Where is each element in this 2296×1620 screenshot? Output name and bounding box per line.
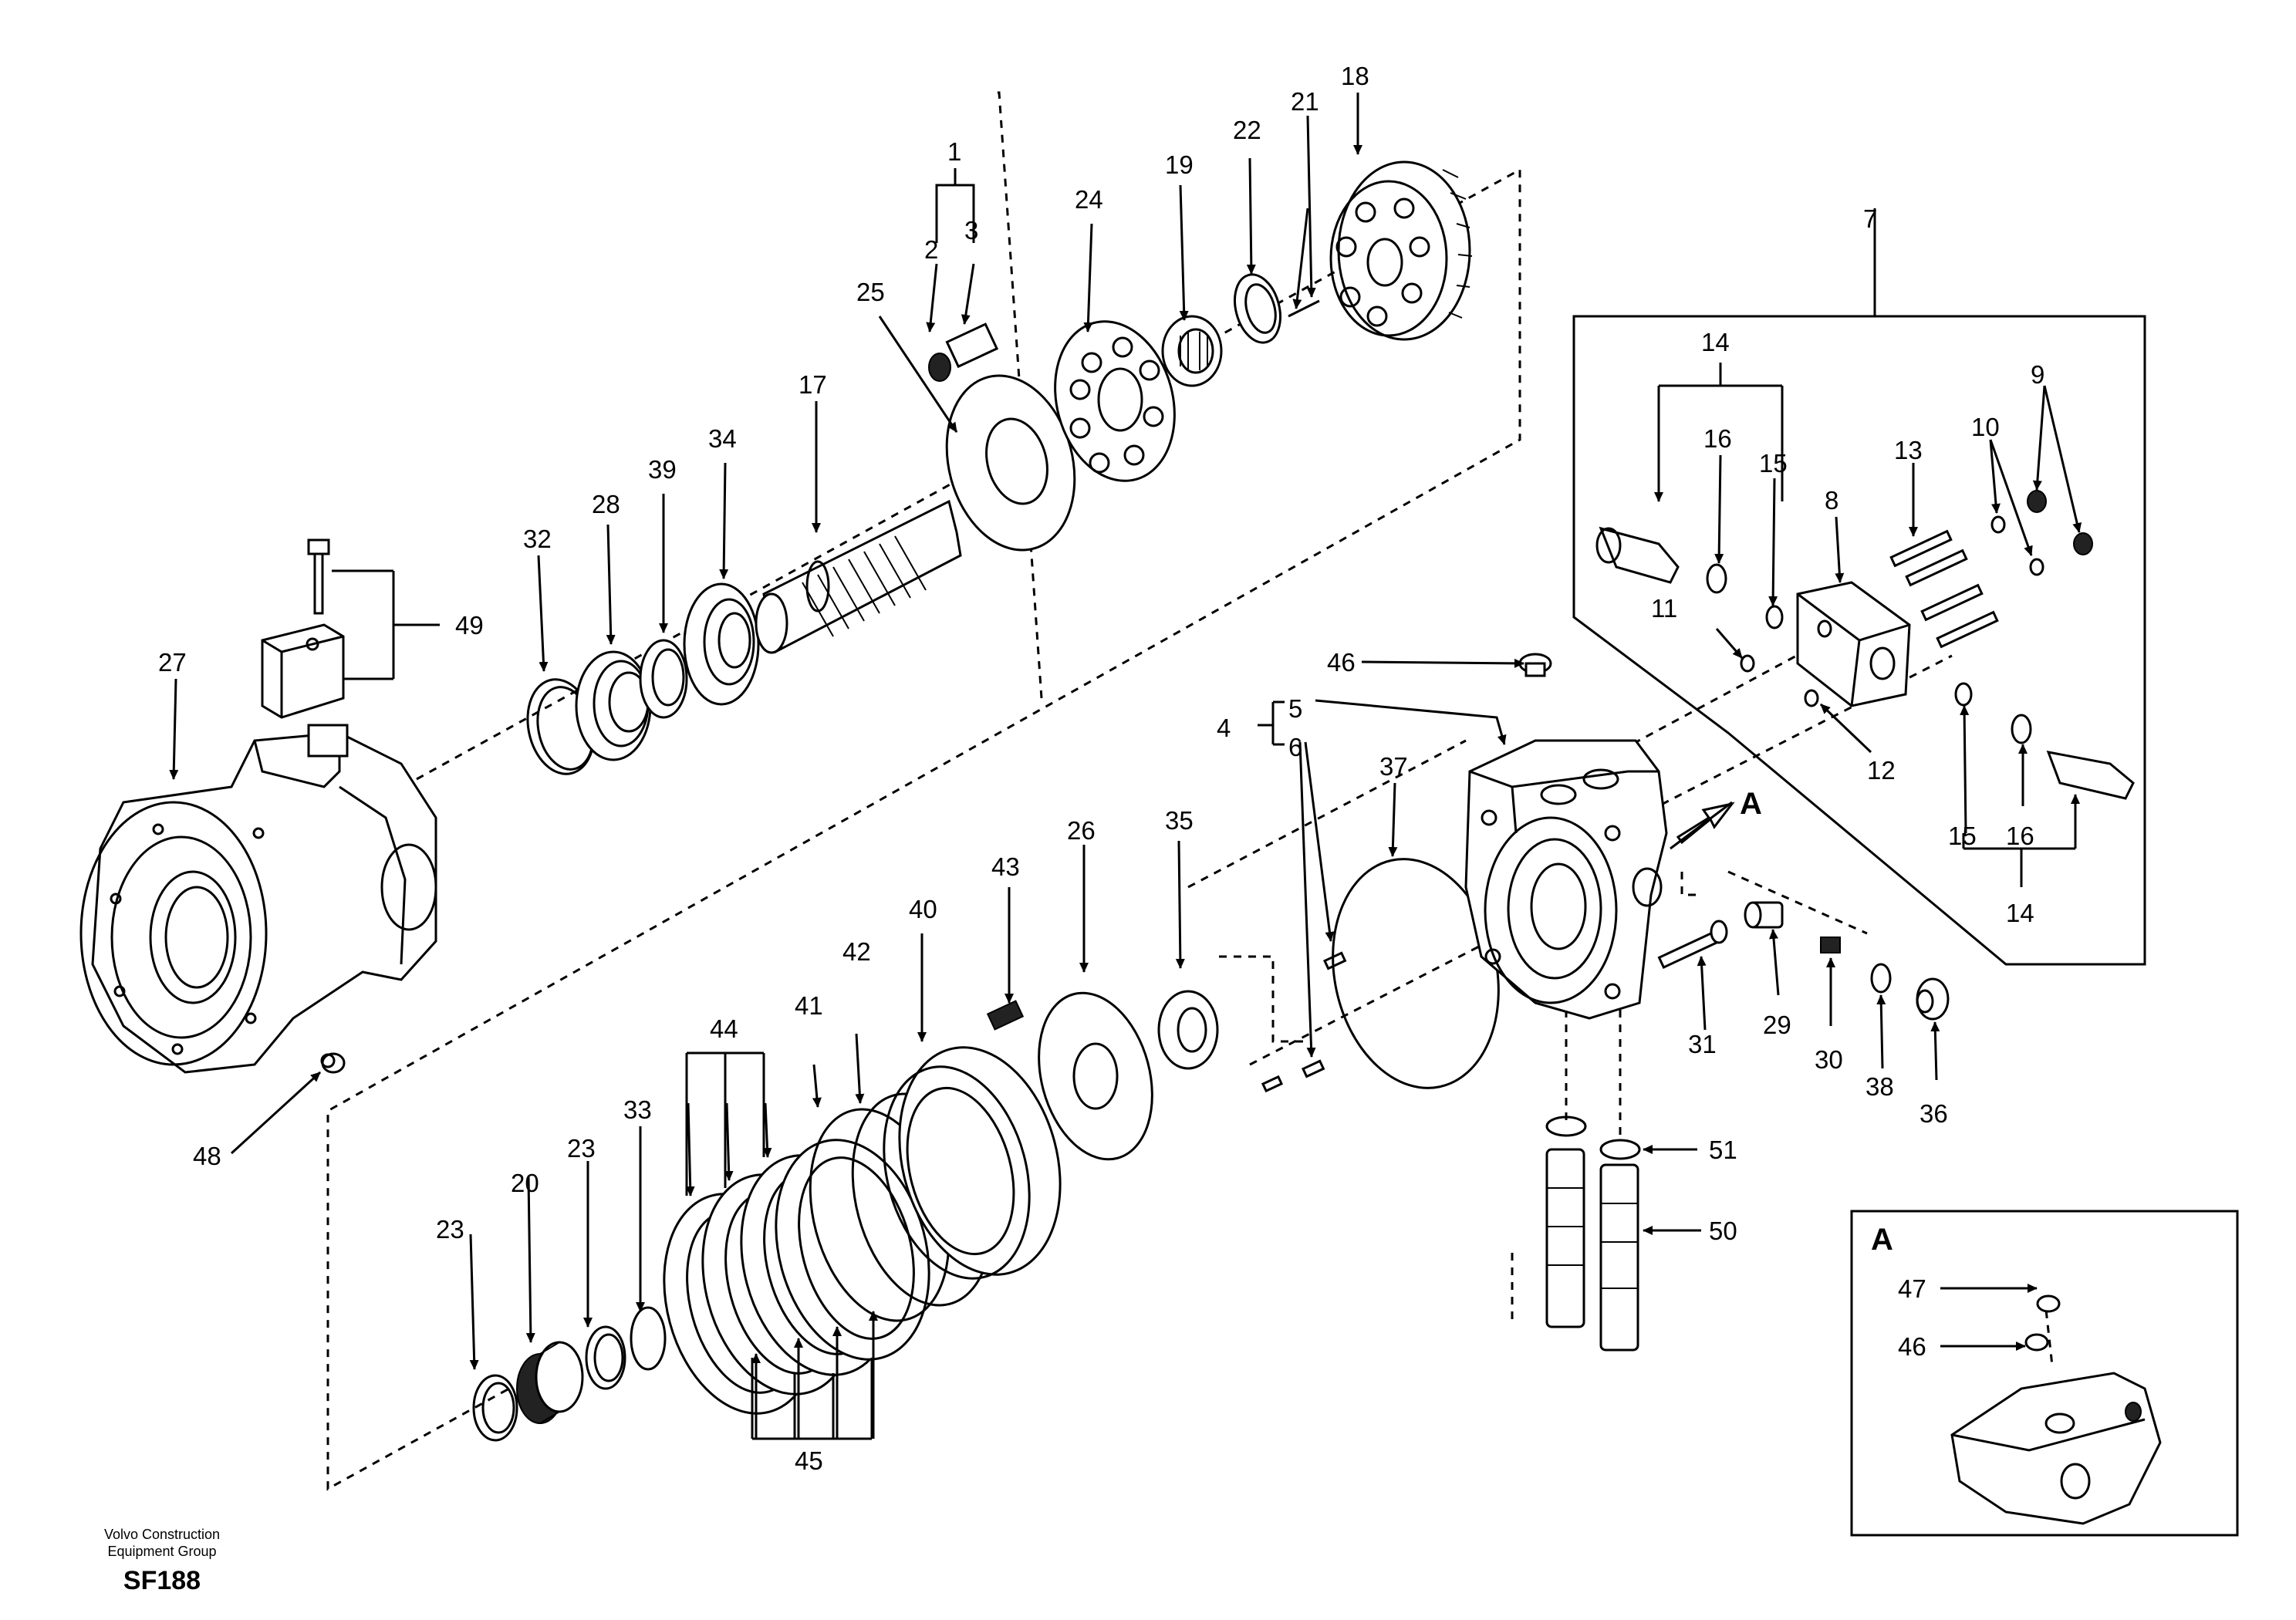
callout-13: 13 xyxy=(1894,436,1923,464)
callout-28: 28 xyxy=(592,490,620,518)
callout-9: 9 xyxy=(2031,360,2044,389)
callout-15-bottom: 15 xyxy=(1948,822,1977,850)
callout-8: 8 xyxy=(1825,486,1838,515)
callout-25: 25 xyxy=(856,278,885,306)
detail-callout-47: 47 xyxy=(1898,1274,1926,1303)
callout-21: 21 xyxy=(1291,87,1319,116)
plug-48 xyxy=(320,1052,346,1074)
callout-4: 4 xyxy=(1217,714,1231,742)
brake-components xyxy=(472,858,1500,1442)
callout-34: 34 xyxy=(708,424,737,453)
callout-19: 19 xyxy=(1165,150,1194,179)
callout-3: 3 xyxy=(964,216,978,245)
plug-46 xyxy=(1518,653,1552,677)
callout-14-top: 14 xyxy=(1701,328,1730,356)
callout-43: 43 xyxy=(991,852,1020,881)
callout-7: 7 xyxy=(1863,204,1877,233)
motor-cover xyxy=(1464,739,1668,1020)
valve-cartridges xyxy=(1545,1115,1641,1352)
callout-5: 5 xyxy=(1288,694,1302,723)
callout-29: 29 xyxy=(1763,1011,1791,1039)
callout-23-left: 23 xyxy=(436,1215,464,1244)
callout-51: 51 xyxy=(1709,1136,1737,1164)
callout-20: 20 xyxy=(511,1169,539,1197)
callout-26: 26 xyxy=(1067,816,1096,845)
callout-45: 45 xyxy=(795,1446,823,1475)
callout-49: 49 xyxy=(455,611,484,640)
leader-lines xyxy=(169,93,2082,1440)
sensor-block xyxy=(261,538,345,719)
company-name-line1: Volvo Construction xyxy=(103,1527,221,1542)
callout-14-bottom: 14 xyxy=(2006,899,2034,927)
title-block: Volvo Construction Equipment Group SF188 xyxy=(77,1526,247,1596)
cover-fittings xyxy=(1657,901,1950,1021)
callout-18: 18 xyxy=(1341,62,1369,90)
callout-23-right: 23 xyxy=(567,1134,596,1163)
sheet-code: SF188 xyxy=(123,1566,201,1595)
callout-labels: 1 2 3 4 5 6 7 8 9 10 11 12 13 14 14 15 1… xyxy=(158,62,2044,1475)
callout-40: 40 xyxy=(909,895,937,923)
callout-32: 32 xyxy=(523,525,552,553)
motor-housing xyxy=(79,724,437,1074)
detail-a-box xyxy=(1850,1210,2239,1537)
detail-callout-46: 46 xyxy=(1898,1332,1926,1361)
callout-17: 17 xyxy=(799,370,827,399)
callout-36: 36 xyxy=(1920,1099,1948,1128)
callout-16-bottom: 16 xyxy=(2006,822,2034,850)
callout-27: 27 xyxy=(158,648,187,677)
valve-group-7 xyxy=(1572,208,2146,966)
callout-1: 1 xyxy=(947,137,961,166)
callout-31: 31 xyxy=(1688,1030,1717,1058)
callout-33: 33 xyxy=(623,1095,652,1124)
callout-39: 39 xyxy=(648,455,677,484)
company-name-line2: Equipment Group xyxy=(107,1544,217,1559)
shaft-components xyxy=(526,160,1473,775)
callout-11: 11 xyxy=(1651,594,1677,623)
view-marker-a: A xyxy=(1740,787,1762,821)
callout-6: 6 xyxy=(1288,733,1302,761)
callout-2: 2 xyxy=(924,235,938,264)
callout-30: 30 xyxy=(1815,1045,1843,1074)
detail-a-title: A xyxy=(1871,1223,1893,1257)
view-arrow xyxy=(1670,801,1735,850)
callout-24: 24 xyxy=(1075,185,1103,214)
callout-38: 38 xyxy=(1866,1072,1894,1101)
callout-37: 37 xyxy=(1379,752,1408,781)
callout-15-top: 15 xyxy=(1759,449,1788,478)
callout-22: 22 xyxy=(1233,116,1261,144)
callout-48: 48 xyxy=(193,1142,221,1170)
assembly-centerlines xyxy=(326,91,2054,1491)
callout-50: 50 xyxy=(1709,1217,1737,1245)
callout-44: 44 xyxy=(710,1014,738,1043)
callout-35: 35 xyxy=(1165,806,1194,835)
callout-12: 12 xyxy=(1867,756,1896,785)
callout-10: 10 xyxy=(1971,413,2000,441)
callout-41: 41 xyxy=(795,991,823,1020)
callout-16-top: 16 xyxy=(1703,424,1732,453)
callout-42: 42 xyxy=(842,937,871,966)
callout-46: 46 xyxy=(1327,648,1356,677)
